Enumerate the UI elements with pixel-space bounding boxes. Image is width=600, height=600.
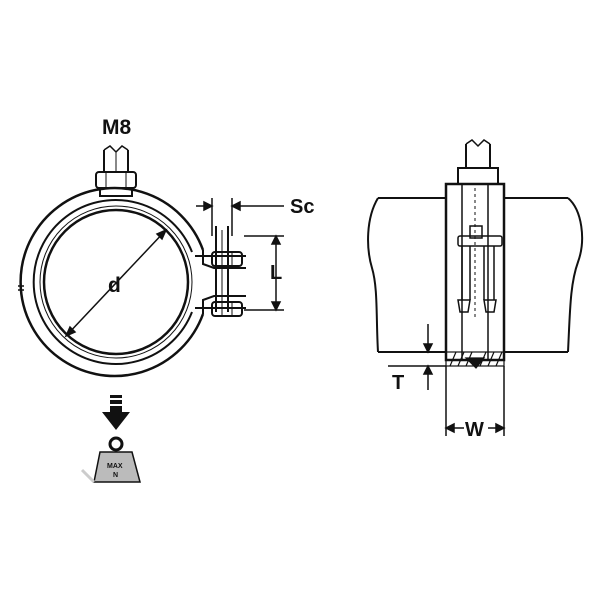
hex-nut bbox=[95, 171, 137, 197]
spacing-label: Sc bbox=[290, 196, 314, 218]
clamp-rubber-liner bbox=[32, 199, 193, 365]
clamp-side-view bbox=[367, 139, 584, 436]
weight-unit-label: N bbox=[113, 472, 118, 479]
clamp-outer-ring bbox=[19, 186, 205, 378]
diameter-label: d bbox=[108, 274, 121, 297]
length-dimension bbox=[244, 234, 284, 312]
thickness-label: T bbox=[392, 372, 404, 394]
weight-max-label: MAX bbox=[107, 463, 123, 470]
pipe-left-section bbox=[367, 197, 446, 353]
lower-closing-ear bbox=[195, 295, 246, 317]
thickness-dimension bbox=[388, 324, 446, 390]
diameter-dimension bbox=[64, 228, 168, 338]
bolt-size-label: M8 bbox=[102, 116, 131, 139]
length-label: L bbox=[270, 262, 282, 284]
threaded-rod bbox=[103, 145, 129, 172]
side-clamp-body bbox=[444, 182, 506, 362]
upper-closing-ear bbox=[195, 250, 246, 269]
spacing-dimension bbox=[196, 198, 284, 236]
pipe-inner-circle bbox=[42, 208, 190, 356]
side-threaded-rod bbox=[457, 139, 499, 185]
left-lug bbox=[18, 285, 24, 291]
pipe-right-section bbox=[504, 197, 584, 353]
max-load-weight-icon bbox=[80, 436, 141, 484]
clamp-front-view bbox=[18, 145, 284, 378]
side-rubber-liner bbox=[445, 351, 505, 369]
width-label: W bbox=[465, 419, 484, 441]
closing-screw bbox=[215, 226, 229, 312]
down-arrow-icon bbox=[102, 395, 130, 430]
